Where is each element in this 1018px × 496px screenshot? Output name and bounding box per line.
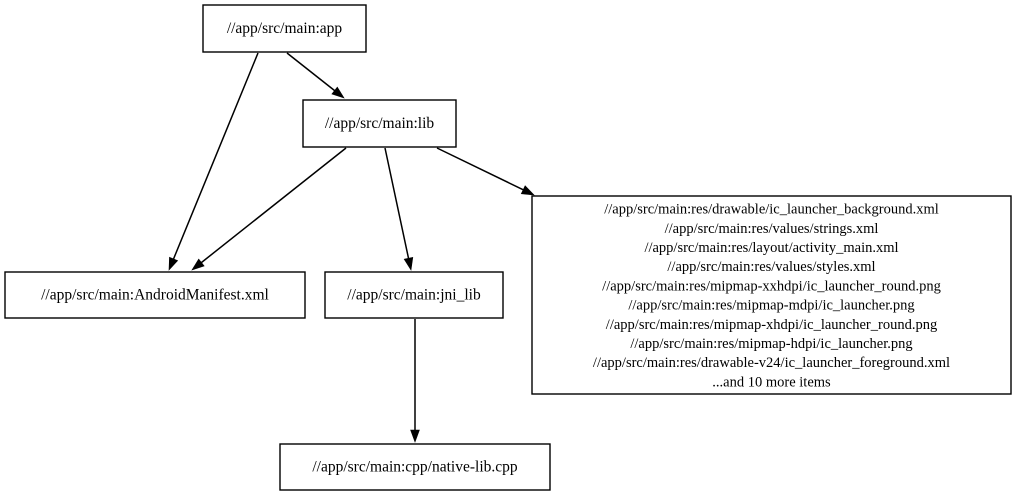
- resource-list-item: //app/src/main:res/drawable/ic_launcher_…: [604, 202, 939, 218]
- resource-list-item: //app/src/main:res/mipmap-xhdpi/ic_launc…: [606, 317, 937, 333]
- edge-app-to-manifest: [168, 52, 259, 271]
- resource-list-item: ...and 10 more items: [712, 374, 831, 390]
- resource-list-item: //app/src/main:res/drawable-v24/ic_launc…: [593, 355, 950, 371]
- edge-lib-to-resources: [436, 147, 535, 196]
- node-label-lib: //app/src/main:lib: [325, 115, 435, 132]
- edge-lib-to-jni_lib: [384, 147, 414, 271]
- node-app[interactable]: //app/src/main:app: [202, 4, 367, 53]
- resource-list-item: //app/src/main:res/mipmap-mdpi/ic_launch…: [628, 298, 914, 314]
- node-layer: //app/src/main:app //app/src/main:lib //ap…: [4, 4, 1012, 491]
- edge-jni_lib-to-native_lib: [410, 319, 420, 443]
- edge-layer: [168, 52, 535, 443]
- resource-list-item: //app/src/main:res/values/styles.xml: [667, 259, 875, 275]
- node-resources[interactable]: //app/src/main:res/drawable/ic_launcher_…: [531, 195, 1012, 395]
- edge-lib-to-manifest: [191, 147, 347, 271]
- edge-app-to-lib: [286, 52, 345, 99]
- node-label-jni_lib: //app/src/main:jni_lib: [347, 287, 481, 304]
- resource-list-item: //app/src/main:res/values/strings.xml: [665, 221, 879, 237]
- node-label-app: //app/src/main:app: [227, 20, 343, 37]
- node-manifest[interactable]: //app/src/main:AndroidManifest.xml: [4, 271, 306, 319]
- node-jni_lib[interactable]: //app/src/main:jni_lib: [324, 271, 504, 319]
- resource-list-item: //app/src/main:res/layout/activity_main.…: [644, 240, 898, 256]
- resource-list-item: //app/src/main:res/mipmap-hdpi/ic_launch…: [630, 336, 912, 352]
- node-lib[interactable]: //app/src/main:lib: [302, 99, 457, 148]
- resource-list-item: //app/src/main:res/mipmap-xxhdpi/ic_laun…: [602, 278, 941, 294]
- node-native_lib[interactable]: //app/src/main:cpp/native-lib.cpp: [279, 443, 551, 491]
- node-label-manifest: //app/src/main:AndroidManifest.xml: [41, 287, 269, 304]
- node-label-native_lib: //app/src/main:cpp/native-lib.cpp: [312, 459, 518, 476]
